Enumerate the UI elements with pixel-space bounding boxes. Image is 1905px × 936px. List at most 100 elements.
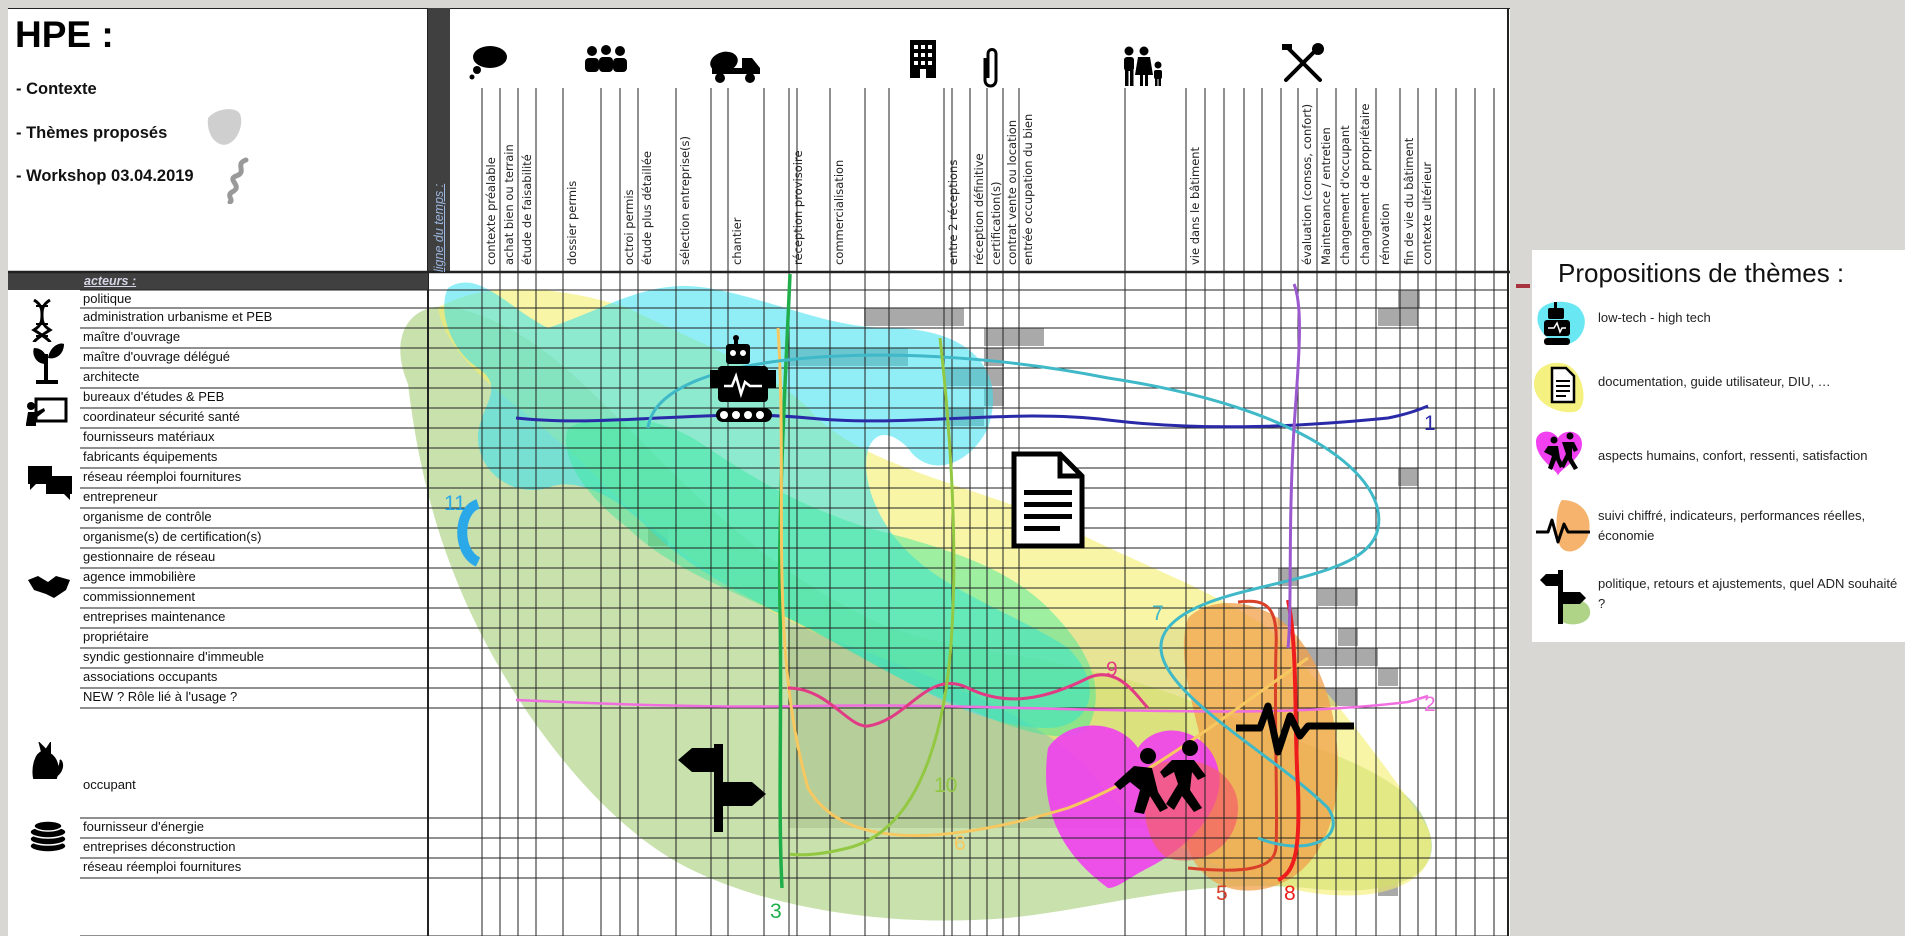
grey-cell (864, 308, 944, 326)
row-label: syndic gestionnaire d'immeuble (83, 649, 264, 664)
grey-cell (1338, 648, 1378, 666)
presentation-icon (26, 397, 68, 426)
path-5 (1187, 599, 1279, 872)
row-label: entreprises déconstruction (83, 839, 236, 854)
thought-cloud-icon (469, 46, 507, 80)
row-label: architecte (83, 369, 140, 384)
row-label: réseau réemploi fournitures (83, 469, 242, 484)
grey-cell (944, 308, 964, 326)
paperclip-icon (983, 48, 998, 88)
row-label: gestionnaire de réseau (83, 549, 216, 564)
row-label: fournisseurs matériaux (83, 429, 215, 444)
path-8 (1277, 599, 1301, 882)
squiggle-icon (227, 157, 249, 204)
path-number-3: 3 (770, 900, 782, 923)
path-number-10: 10 (934, 774, 958, 797)
coins-icon (29, 820, 67, 853)
accent-mark (1516, 284, 1530, 288)
grey-cell (1398, 290, 1420, 308)
path-4 (1286, 283, 1301, 649)
mint-theme-blob (566, 417, 1096, 737)
row-label: maître d'ouvrage (83, 329, 181, 344)
path-6 (776, 327, 1309, 837)
blob-icon (207, 109, 242, 145)
path-number-2: 2 (1424, 693, 1436, 716)
path-number-9: 9 (1106, 658, 1118, 681)
row-label: propriétaire (83, 629, 149, 644)
theme-item-low-tech[interactable]: low-tech - high tech (1532, 294, 1905, 358)
themes-panel: Propositions de thèmes : low-tech - high… (1532, 250, 1905, 642)
row-label: commissionnement (83, 589, 195, 604)
row-label: coordinateur sécurité santé (83, 409, 240, 424)
theme-label: low-tech - high tech (1598, 310, 1711, 325)
row-label: maître d'ouvrage délégué (83, 349, 231, 364)
cement-truck-icon (710, 51, 760, 83)
row-label: fournisseur d'énergie (83, 819, 204, 834)
grey-cell (1378, 308, 1398, 326)
tools-icon (1282, 43, 1324, 82)
row-label: organisme(s) de certification(s) (83, 529, 262, 544)
row-label: NEW ? Rôle lié à l'usage ? (83, 689, 238, 704)
heartbeat-icon (1536, 500, 1590, 552)
row-label: administration urbanisme et PEB (83, 309, 273, 324)
document-icon (1534, 362, 1584, 413)
theme-item-aspects-humains[interactable]: aspects humains, confort, ressenti, sati… (1532, 426, 1905, 490)
row-label: bureaux d'études & PEB (83, 389, 225, 404)
theme-label: politique, retours et ajustements, quel … (1598, 576, 1898, 611)
theme-label: documentation, guide utilisateur, DIU, … (1598, 374, 1831, 389)
family-icon (1124, 46, 1162, 86)
theme-item-suivi-chiffre[interactable]: suivi chiffré, indicateurs, performances… (1532, 496, 1905, 560)
cat-icon (32, 742, 64, 779)
sprout-icon (33, 343, 64, 384)
workshop-sheet: HPE : - Contexte - Thèmes proposés - Wor… (8, 8, 1510, 936)
row-label: agence immobilière (83, 569, 196, 584)
dna-icon (31, 298, 53, 343)
row-label: entreprises maintenance (83, 609, 226, 624)
dancers-icon (1114, 740, 1206, 814)
arc-eleven-mark (457, 499, 481, 567)
signpost-icon (1540, 570, 1591, 625)
path-number-6: 6 (954, 832, 966, 855)
menu-item-workshop[interactable]: - Workshop 03.04.2019 (16, 167, 194, 185)
coral-theme-blob (1144, 760, 1238, 861)
theme-item-politique[interactable]: politique, retours et ajustements, quel … (1532, 564, 1905, 628)
row-label: entrepreneur (83, 489, 158, 504)
menu-item-contexte[interactable]: - Contexte (16, 80, 97, 98)
page-title: HPE : (15, 14, 114, 55)
grey-cell (1378, 668, 1398, 686)
document-icon (1011, 451, 1085, 549)
grey-cell (1398, 468, 1418, 486)
row-label: occupant (83, 777, 136, 792)
signpost-icon (678, 744, 766, 832)
theme-item-documentation[interactable]: documentation, guide utilisateur, DIU, … (1532, 354, 1905, 418)
grey-cell (1398, 308, 1418, 326)
path-number-1: 1 (1424, 412, 1436, 435)
handshake-icon (28, 576, 70, 598)
grey-cell (1338, 628, 1358, 646)
menu-item-themes[interactable]: - Thèmes proposés (16, 124, 168, 142)
cyan-theme-blob (444, 282, 1090, 728)
heart-dancers-icon (1536, 431, 1582, 476)
theme-label: suivi chiffré, indicateurs, performances… (1598, 508, 1866, 543)
grey-cell (984, 328, 1044, 346)
robot-icon (710, 335, 776, 422)
row-label: réseau réemploi fournitures (83, 859, 242, 874)
grey-cell (1318, 588, 1358, 606)
themes-panel-title: Propositions de thèmes : (1558, 258, 1845, 288)
building-icon (910, 40, 936, 78)
path-number-7: 7 (1152, 602, 1164, 625)
actors-label: acteurs : (84, 274, 137, 288)
timeline-bar (428, 8, 450, 272)
path-number-11: 11 (444, 492, 466, 515)
path-7 (646, 353, 1381, 848)
path-10 (789, 337, 956, 857)
heartbeat-icon (1236, 702, 1354, 756)
path-9 (787, 673, 1150, 728)
row-label: fabricants équipements (83, 449, 218, 464)
chat-bubbles-icon (28, 466, 72, 500)
group-icon (585, 45, 627, 72)
theme-label: aspects humains, confort, ressenti, sati… (1598, 448, 1868, 463)
path-number-8: 8 (1284, 882, 1296, 905)
path-3 (777, 273, 792, 889)
actors-bar (8, 272, 428, 290)
